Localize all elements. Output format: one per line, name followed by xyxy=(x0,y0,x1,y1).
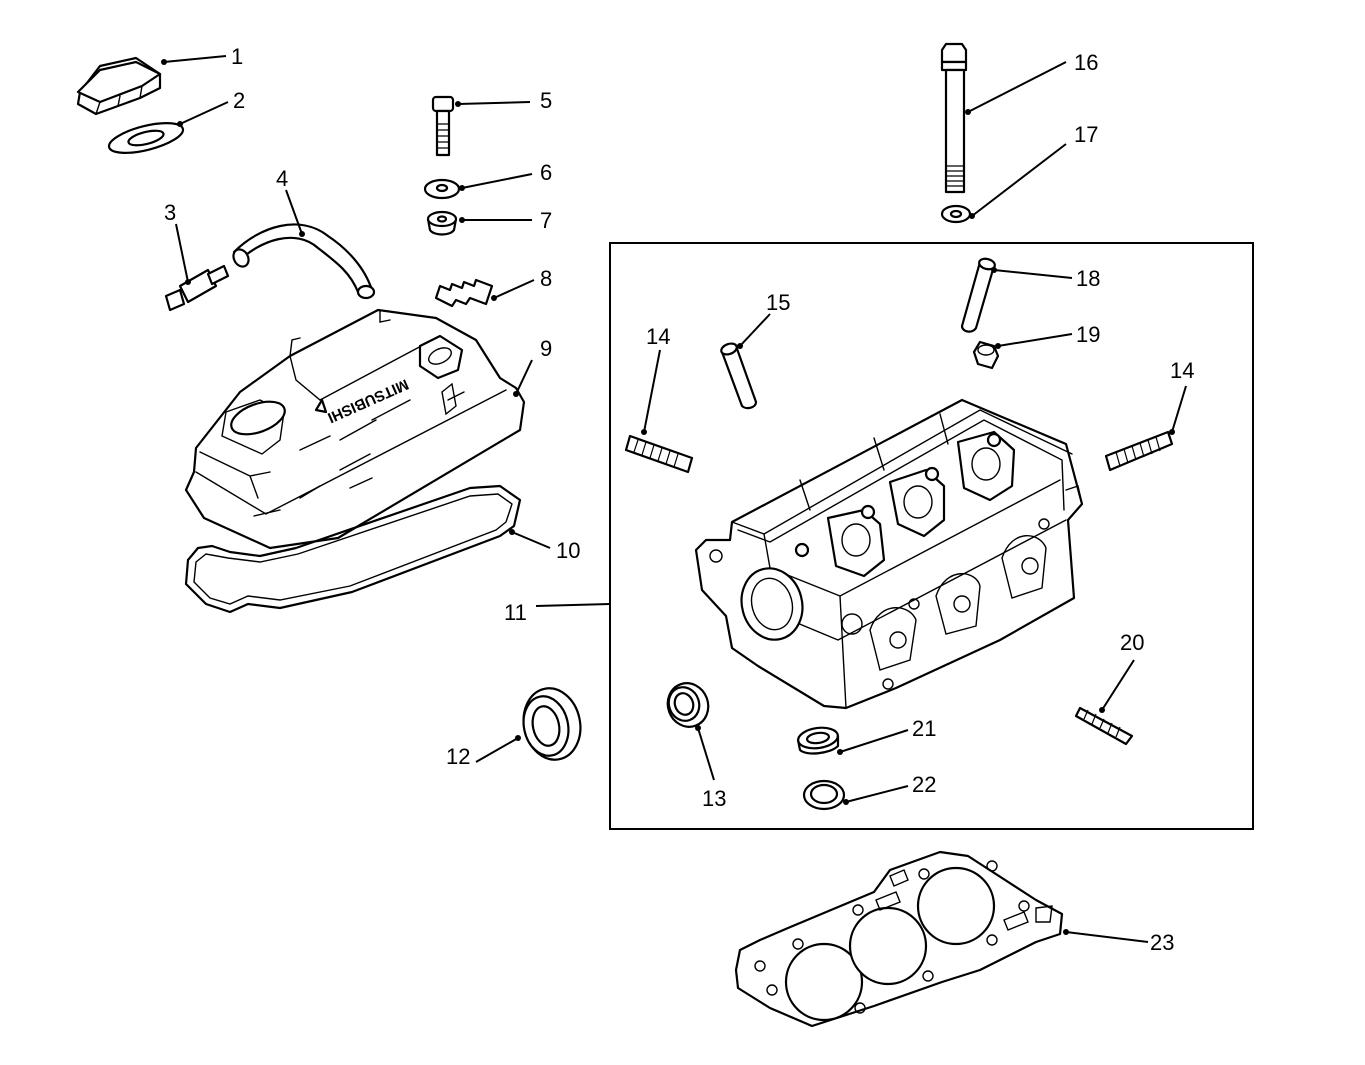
head-bolt xyxy=(940,42,968,194)
callout-5: 5 xyxy=(540,88,552,113)
plug-seal xyxy=(796,726,840,755)
callout-11: 11 xyxy=(504,600,527,625)
callout-22: 22 xyxy=(912,772,936,797)
callout-16: 16 xyxy=(1074,50,1098,75)
callout-18: 18 xyxy=(1076,266,1100,291)
head-bolt-washer xyxy=(940,204,972,224)
callout-17: 17 xyxy=(1074,122,1098,147)
callout-19: 19 xyxy=(1076,322,1100,347)
callout-10: 10 xyxy=(556,538,580,563)
dowel-pin xyxy=(720,342,758,410)
callout-7: 7 xyxy=(540,208,552,233)
callout-23: 23 xyxy=(1150,930,1174,955)
stud-short xyxy=(1074,706,1134,746)
rocker-cover: MITSUBISHI xyxy=(184,308,526,550)
callout-3: 3 xyxy=(164,200,176,225)
pcv-valve xyxy=(164,264,230,312)
callout-4: 4 xyxy=(276,166,288,191)
valve-stem-seal xyxy=(666,682,710,728)
callout-21: 21 xyxy=(912,716,936,741)
o-ring-seal xyxy=(802,779,846,811)
callout-9: 9 xyxy=(540,336,552,361)
camshaft-oil-seal xyxy=(522,687,582,761)
callout-20: 20 xyxy=(1120,630,1144,655)
valve-guide xyxy=(960,257,996,333)
nut xyxy=(972,340,1000,370)
oil-filler-cap xyxy=(76,56,162,116)
callout-labels: 1 2 3 4 5 6 7 8 9 10 11 12 13 14 14 15 1… xyxy=(164,44,1194,955)
ventilation-hose xyxy=(232,223,376,300)
callout-8: 8 xyxy=(540,266,552,291)
cap-gasket xyxy=(107,122,185,154)
callout-1: 1 xyxy=(231,44,243,69)
rocker-cover-gasket xyxy=(184,484,522,614)
stud-left xyxy=(624,434,694,474)
callout-15: 15 xyxy=(766,290,790,315)
leader-lines xyxy=(161,55,1187,943)
cover-bolt xyxy=(431,95,455,157)
cylinder-head-group-frame xyxy=(609,242,1254,830)
callout-12: 12 xyxy=(446,744,470,769)
cable-holder xyxy=(434,278,494,308)
callout-6: 6 xyxy=(540,160,552,185)
head-gasket xyxy=(734,850,1064,1028)
callout-13: 13 xyxy=(702,786,726,811)
callout-2: 2 xyxy=(233,88,245,113)
callout-14-left: 14 xyxy=(646,324,670,349)
cylinder-head xyxy=(694,398,1084,710)
callout-14-right: 14 xyxy=(1170,358,1194,383)
grommet xyxy=(426,210,458,236)
stud-right xyxy=(1104,430,1174,472)
